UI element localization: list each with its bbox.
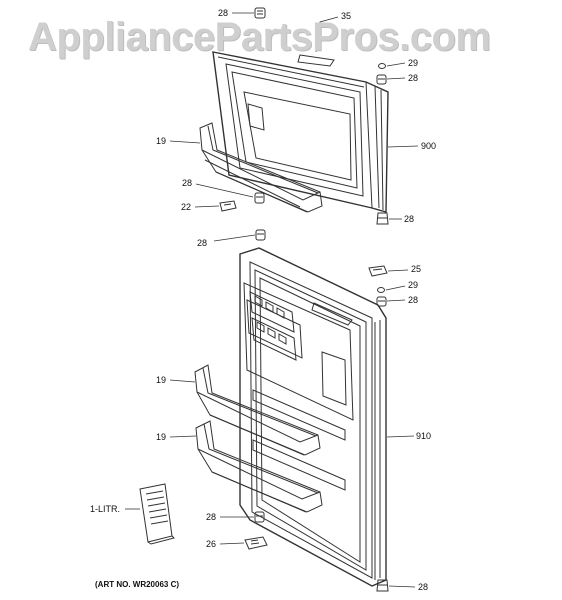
art-number: (ART NO. WR20063 C) xyxy=(95,580,180,589)
callout-22: 22 xyxy=(181,202,192,212)
cam-mid xyxy=(254,192,265,204)
freezer-door-shelf xyxy=(199,122,323,213)
watermark-text: AppliancePartsPros.com xyxy=(28,15,491,59)
cam-bottom xyxy=(376,579,389,592)
callout-25: 25 xyxy=(411,264,422,274)
door-stop-26 xyxy=(244,536,268,550)
cam-right-upper xyxy=(376,212,389,225)
callout-28-low: 28 xyxy=(206,512,217,522)
callout-29-upper: 29 xyxy=(408,58,419,68)
fresh-food-door-shelf-lower xyxy=(195,420,323,513)
callout-28-top-right: 28 xyxy=(408,73,419,83)
washer-lower xyxy=(377,287,385,293)
callout-28-fresh-top: 28 xyxy=(197,238,208,248)
door-stop-22 xyxy=(219,200,237,212)
callout-28-mid: 28 xyxy=(182,178,193,188)
callout-28-top: 28 xyxy=(218,8,229,18)
callout-28-right-lower: 28 xyxy=(408,295,419,305)
callout-26: 26 xyxy=(206,539,217,549)
leader-lines xyxy=(125,12,419,588)
cam-top-right xyxy=(376,74,387,85)
cam-right-lower xyxy=(376,296,387,307)
callout-28-right-upper: 28 xyxy=(404,214,415,224)
cam-fresh-top xyxy=(255,229,266,241)
hinge-pin-top xyxy=(254,7,266,19)
freezer-door xyxy=(212,51,389,213)
callout-19-upper: 19 xyxy=(156,136,167,146)
cam-low xyxy=(254,511,265,523)
fresh-food-door xyxy=(239,247,387,587)
freezer-door-part-35 xyxy=(297,54,335,67)
callout-900: 900 xyxy=(421,141,437,151)
callout-910: 910 xyxy=(416,431,432,441)
literature-booklet-icon xyxy=(139,483,175,545)
callout-35: 35 xyxy=(341,11,352,21)
fresh-food-door-shelf-upper xyxy=(194,364,321,456)
callout-19-mid: 19 xyxy=(156,375,167,385)
callout-1-litr: 1-LITR. xyxy=(90,504,121,514)
callout-29-lower: 29 xyxy=(408,280,419,290)
callout-28-bottom: 28 xyxy=(418,582,429,592)
callout-19-lower: 19 xyxy=(156,432,167,442)
hinge-cover-25 xyxy=(368,265,388,277)
washer-upper xyxy=(378,63,386,69)
